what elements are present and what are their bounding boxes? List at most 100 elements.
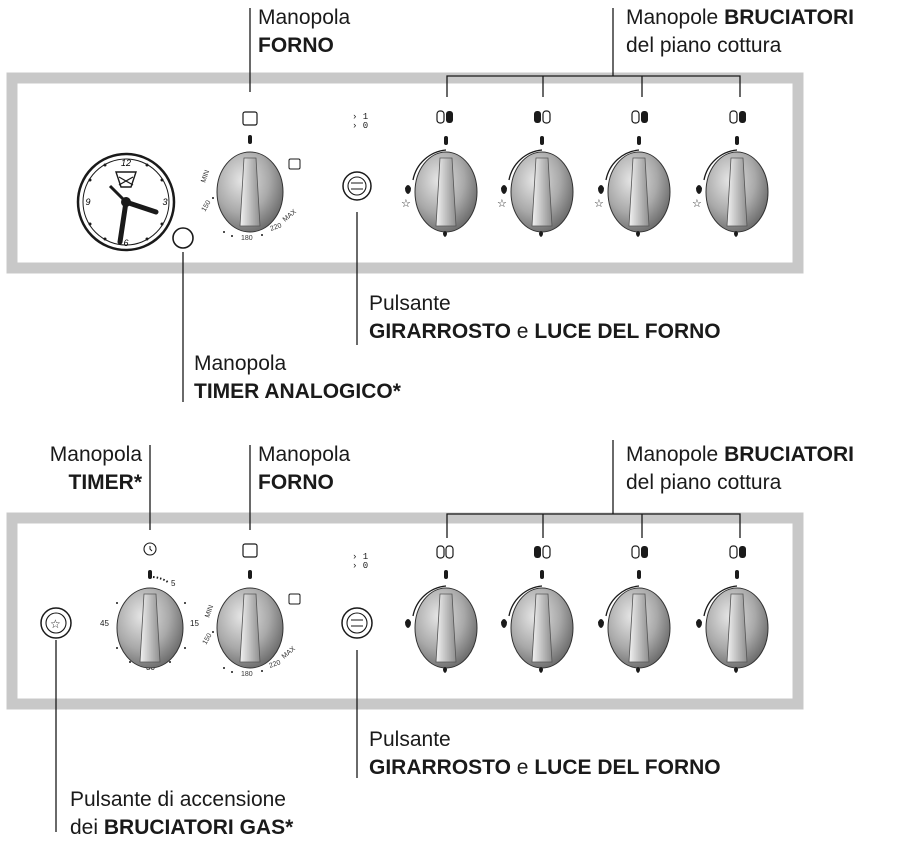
label-line: Manopola <box>258 443 351 466</box>
oven-220-label: 220 <box>269 222 282 233</box>
label-bold: FORNO <box>258 471 334 494</box>
flame-large-icon <box>696 619 702 628</box>
oven-icon <box>242 111 258 126</box>
label-line: Manopola <box>49 443 142 466</box>
burner-position-icon <box>534 545 551 559</box>
burner-knob-top-2[interactable]: ☆ <box>497 110 574 237</box>
burner-knob-bottom-1[interactable] <box>405 545 478 673</box>
oven-light-icon <box>288 158 301 170</box>
flame-large-icon <box>501 185 507 194</box>
label-bold: GIRARROSTO <box>369 320 511 343</box>
label-line: Manopola <box>194 352 287 375</box>
label-forno-top: Manopola FORNO <box>258 4 350 60</box>
flame-small-icon <box>443 667 447 673</box>
label-burners-top: Manopole BRUCIATORI del piano cottura <box>626 4 854 60</box>
label-line: del piano cottura <box>626 471 782 494</box>
oven-knob-top[interactable]: MIN 150 180 220 MAX <box>200 111 301 242</box>
gas-ignition-button[interactable]: ☆ <box>40 607 72 639</box>
oven-min-label: MIN <box>200 169 211 183</box>
label-bold: BRUCIATORI GAS* <box>103 816 294 839</box>
timer-knob[interactable]: 5 15 30 45 <box>100 542 199 672</box>
oven-min-label: MIN <box>204 604 215 618</box>
switch-indicator-0: › 0 <box>352 121 368 131</box>
ignition-star-icon: ☆ <box>50 617 61 631</box>
oven-180-label: 180 <box>241 671 253 678</box>
label-spit-bottom: Pulsante GIRARROSTO e LUCE DEL FORNO <box>369 726 721 782</box>
flame-small-icon <box>734 667 738 673</box>
ignition-star-icon: ☆ <box>692 198 702 210</box>
clock-minute-hand <box>117 199 129 245</box>
label-bold: LUCE DEL FORNO <box>534 756 721 779</box>
label-spit-top: Pulsante GIRARROSTO e LUCE DEL FORNO <box>369 290 721 346</box>
position-marker <box>248 135 252 144</box>
spit-icon <box>351 619 363 627</box>
label-timer-bottom: Manopola TIMER* <box>30 441 142 497</box>
label-forno-bottom: Manopola FORNO <box>258 441 350 497</box>
burner-knob-bottom-4[interactable] <box>696 545 769 673</box>
label-ignition: Pulsante di accensione dei BRUCIATORI GA… <box>70 786 293 842</box>
burner-position-icon <box>631 545 648 559</box>
label-bold: BRUCIATORI <box>724 6 854 29</box>
burner-position-icon <box>436 545 454 559</box>
flame-large-icon <box>696 185 702 194</box>
oven-180-label: 180 <box>241 235 253 242</box>
label-bold: LUCE DEL FORNO <box>534 320 721 343</box>
bell-icon <box>115 171 137 188</box>
spit-light-button-top[interactable]: › 1 › 0 <box>342 112 372 201</box>
oven-light-icon <box>288 593 301 605</box>
burner-knob-bottom-2[interactable] <box>501 545 574 673</box>
spit-light-button-bottom[interactable]: › 1 › 0 <box>341 552 373 639</box>
burner-knob-top-4[interactable]: ☆ <box>692 110 769 237</box>
flame-small-icon <box>539 667 543 673</box>
label-timer-analog: Manopola TIMER ANALOGICO* <box>194 350 401 406</box>
label-connector: e <box>510 756 535 779</box>
switch-indicator-0: › 0 <box>352 561 368 571</box>
burners-bracket <box>446 75 741 97</box>
burner-knob-top-1[interactable]: ☆ <box>401 110 478 237</box>
clock-hour-hand <box>123 199 159 215</box>
flame-small-icon <box>636 667 640 673</box>
oven-150-label: 150 <box>201 199 213 213</box>
flame-large-icon <box>598 185 604 194</box>
clock-number-3: 3 <box>162 197 167 207</box>
ignition-star-icon: ☆ <box>594 198 604 210</box>
label-line: Manopole <box>626 443 725 466</box>
analog-clock[interactable]: 12 3 6 9 <box>76 152 176 252</box>
bottom-panel: ☆ 5 15 30 45 MIN 150 180 220 M <box>6 440 804 832</box>
label-line: Pulsante <box>369 292 451 315</box>
position-marker <box>148 570 152 579</box>
burner-position-icon <box>436 110 453 124</box>
flame-small-icon <box>636 231 640 237</box>
position-marker <box>248 570 252 579</box>
oven-150-label: 150 <box>202 632 214 646</box>
flame-large-icon <box>405 185 411 194</box>
burner-position-icon <box>729 545 746 559</box>
switch-indicator-1: › 1 <box>352 112 368 122</box>
timer-knob-small[interactable] <box>172 227 194 249</box>
label-line: Pulsante <box>369 728 451 751</box>
oven-icon <box>242 543 258 558</box>
burner-position-icon <box>534 110 551 124</box>
label-bold: BRUCIATORI <box>724 443 854 466</box>
burner-knob-bottom-3[interactable] <box>598 545 671 673</box>
timer-5-label: 5 <box>171 579 176 588</box>
label-line: Manopola <box>258 6 351 29</box>
spit-icon <box>351 182 363 190</box>
burners-bracket <box>446 513 741 538</box>
clock-number-6: 6 <box>123 238 128 248</box>
flame-large-icon <box>501 619 507 628</box>
label-line: dei <box>70 816 104 839</box>
ignition-star-icon: ☆ <box>497 198 507 210</box>
oven-220-label: 220 <box>268 659 281 670</box>
label-bold: TIMER ANALOGICO* <box>194 380 401 403</box>
burner-knob-top-3[interactable]: ☆ <box>594 110 671 237</box>
clock-number-9: 9 <box>85 197 90 207</box>
flame-small-icon <box>734 231 738 237</box>
label-bold: FORNO <box>258 34 334 57</box>
label-line: Manopole <box>626 6 725 29</box>
clock-icon <box>143 542 157 556</box>
label-burners-bottom: Manopole BRUCIATORI del piano cottura <box>626 441 854 497</box>
label-bold: TIMER* <box>68 471 143 494</box>
